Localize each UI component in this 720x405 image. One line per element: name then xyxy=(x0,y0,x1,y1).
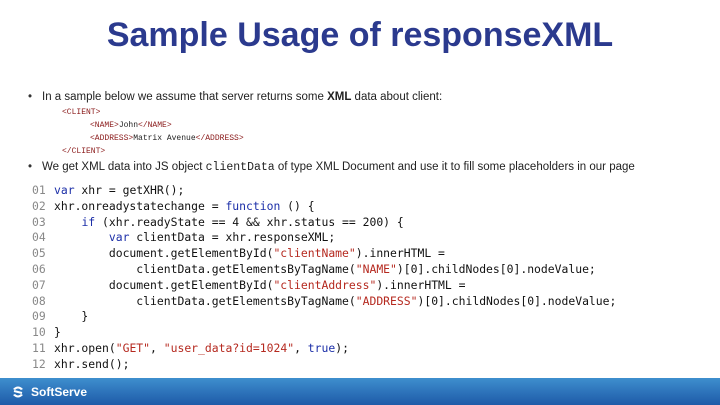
code-line: 02 xhr.onreadystatechange = function () { xyxy=(32,199,616,215)
bullet2-text-after: of type XML Document and use it to fill … xyxy=(274,161,635,173)
line-number: 06 xyxy=(32,261,46,276)
line-number: 05 xyxy=(32,246,46,261)
slide-title: Sample Usage of responseXML xyxy=(106,16,614,54)
code-line: 05 document.getElementById("clientName")… xyxy=(32,246,616,262)
line-number: 01 xyxy=(32,183,46,197)
code-text: var clientData = xhr.responseXML; xyxy=(108,230,336,245)
code-line: 04 var clientData = xhr.responseXML; xyxy=(32,230,616,246)
code-line: 06 clientData.getElementsByTagName("NAME… xyxy=(32,262,616,278)
line-number: 03 xyxy=(32,214,46,229)
softserve-logo: SoftServe xyxy=(10,383,87,401)
code-text: document.getElementById("clientName").in… xyxy=(54,246,445,261)
line-number: 09 xyxy=(32,309,46,324)
code-line: 03 if (xhr.readyState == 4 && xhr.status… xyxy=(32,215,616,231)
line-number: 10 xyxy=(32,325,46,340)
bullet1-bold: XML xyxy=(327,91,352,103)
bullet2-code: clientData xyxy=(205,161,275,174)
line-number: 11 xyxy=(32,340,46,355)
code-line: 10} xyxy=(32,325,616,341)
softserve-logo-icon xyxy=(13,386,23,398)
line-number: 08 xyxy=(32,293,46,308)
code-text: xhr.onreadystatechange = function () { xyxy=(54,198,315,213)
xml-line-1: <CLIENT> xyxy=(62,108,101,117)
line-number: 04 xyxy=(32,230,46,245)
code-text: xhr.send(); xyxy=(54,356,130,371)
bullet1-text-before: In a sample below we assume that server … xyxy=(42,91,328,103)
footer-bar xyxy=(0,378,720,405)
code-text: clientData.getElementsByTagName("NAME")[… xyxy=(54,261,596,276)
line-number: 07 xyxy=(32,277,46,292)
code-line: 12 xhr.send(); xyxy=(32,357,616,373)
xml-line-4: </CLIENT> xyxy=(62,147,106,156)
bullet1-text-after: data about client: xyxy=(351,91,443,103)
code-line: 01 var xhr = getXHR(); xyxy=(32,183,616,199)
bullet-xml-intro: • In a sample below we assume that server… xyxy=(28,91,442,103)
line-number: 02 xyxy=(32,198,46,213)
code-line: 09 } xyxy=(32,309,616,325)
code-line: 07 document.getElementById("clientAddres… xyxy=(32,278,616,294)
bullet-dot: • xyxy=(28,161,33,173)
code-line: 11 xhr.open("GET", "user_data?id=1024", t… xyxy=(32,341,616,357)
code-listing: 01 var xhr = getXHR(); 02 xhr.onreadystatec… xyxy=(32,183,616,373)
code-text: } xyxy=(54,309,89,324)
code-text: clientData.getElementsByTagName("ADDRESS… xyxy=(54,293,617,308)
code-text: document.getElementById("clientAddress")… xyxy=(54,277,466,292)
bullet2-text-before: We get XML data into JS object xyxy=(42,161,206,173)
code-text: xhr.open("GET", "user_data?id=1024", tru… xyxy=(54,340,349,355)
code-text: if (xhr.readyState == 4 && xhr.status ==… xyxy=(81,214,404,229)
xml-line-2: <NAME>John</NAME> xyxy=(90,121,172,130)
code-text: } xyxy=(54,325,61,340)
code-text: var xhr = getXHR(); xyxy=(54,183,185,197)
bullet-dot: • xyxy=(28,91,33,103)
bullet-client-data: • We get XML data into JS object clientDa… xyxy=(28,161,635,174)
line-number: 12 xyxy=(32,356,46,371)
softserve-logo-text: SoftServe xyxy=(31,385,88,399)
xml-line-3: <ADDRESS>Matrix Avenue</ADDRESS> xyxy=(90,134,244,143)
code-line: 08 clientData.getElementsByTagName("ADDR… xyxy=(32,294,616,310)
